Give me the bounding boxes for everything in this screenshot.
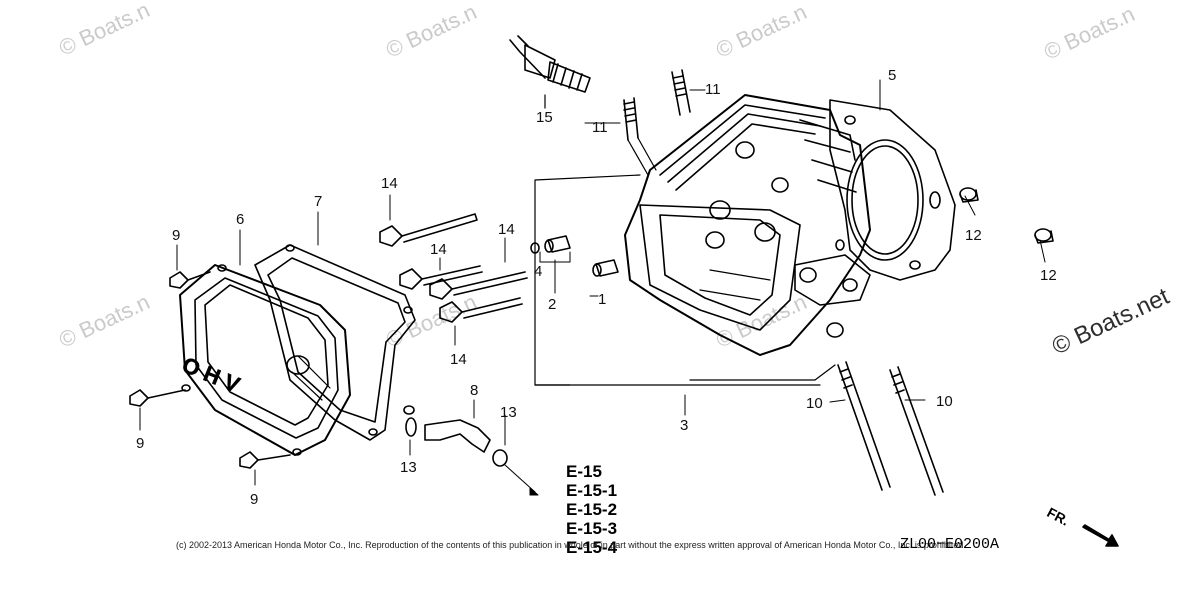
callout-12: 12	[965, 227, 982, 244]
copyright-notice: (c) 2002-2013 American Honda Motor Co., …	[176, 540, 966, 550]
callout-14: 14	[381, 175, 398, 192]
front-direction-arrow	[1082, 524, 1119, 547]
callout-7: 7	[314, 193, 323, 210]
drawing-code: ZL00−E0200A	[900, 536, 1000, 553]
leader-lines	[139, 79, 1046, 496]
reference-page-list: E-15 E-15-1 E-15-2 E-15-3 E-15-4	[566, 462, 617, 557]
callout-14: 14	[498, 221, 515, 238]
reference-page-link[interactable]: E-15-4	[566, 538, 618, 557]
spark-plug	[509, 35, 591, 109]
head-cover	[179, 264, 351, 456]
breather-hose	[403, 405, 508, 467]
reference-page-link[interactable]: E-15-1	[566, 481, 618, 500]
head-gasket	[829, 99, 956, 281]
callout-9: 9	[250, 491, 259, 508]
callout-11: 11	[592, 119, 608, 136]
callout-8: 8	[470, 382, 479, 399]
long-stud	[837, 361, 944, 496]
callout-12: 12	[1040, 267, 1057, 284]
dowel-pin	[959, 187, 1054, 244]
callout-2: 2	[548, 296, 557, 313]
callout-3: 3	[680, 417, 689, 434]
stud-bolt	[623, 69, 691, 176]
cylinder-head	[624, 94, 871, 356]
callout-6: 6	[236, 211, 245, 228]
callout-15: 15	[536, 109, 553, 126]
reference-page-link[interactable]: E-15-3	[566, 519, 618, 538]
callout-9: 9	[172, 227, 181, 244]
callout-10: 10	[936, 393, 953, 410]
cover-gasket	[254, 244, 416, 441]
callout-14: 14	[450, 351, 467, 368]
callout-10: 10	[806, 395, 823, 412]
callout-9: 9	[136, 435, 145, 452]
dowel	[530, 235, 619, 277]
callout-13: 13	[400, 459, 417, 476]
callout-13: 13	[500, 404, 517, 421]
callout-11: 11	[705, 81, 721, 98]
flange-bolt	[129, 271, 291, 469]
callout-4: 4	[534, 263, 543, 280]
callout-5: 5	[888, 67, 897, 84]
head-bolt	[379, 213, 528, 323]
reference-page-link[interactable]: E-15-2	[566, 500, 618, 519]
callout-1: 1	[598, 291, 607, 308]
callout-14: 14	[430, 241, 447, 258]
reference-page-link[interactable]: E-15	[566, 462, 602, 481]
